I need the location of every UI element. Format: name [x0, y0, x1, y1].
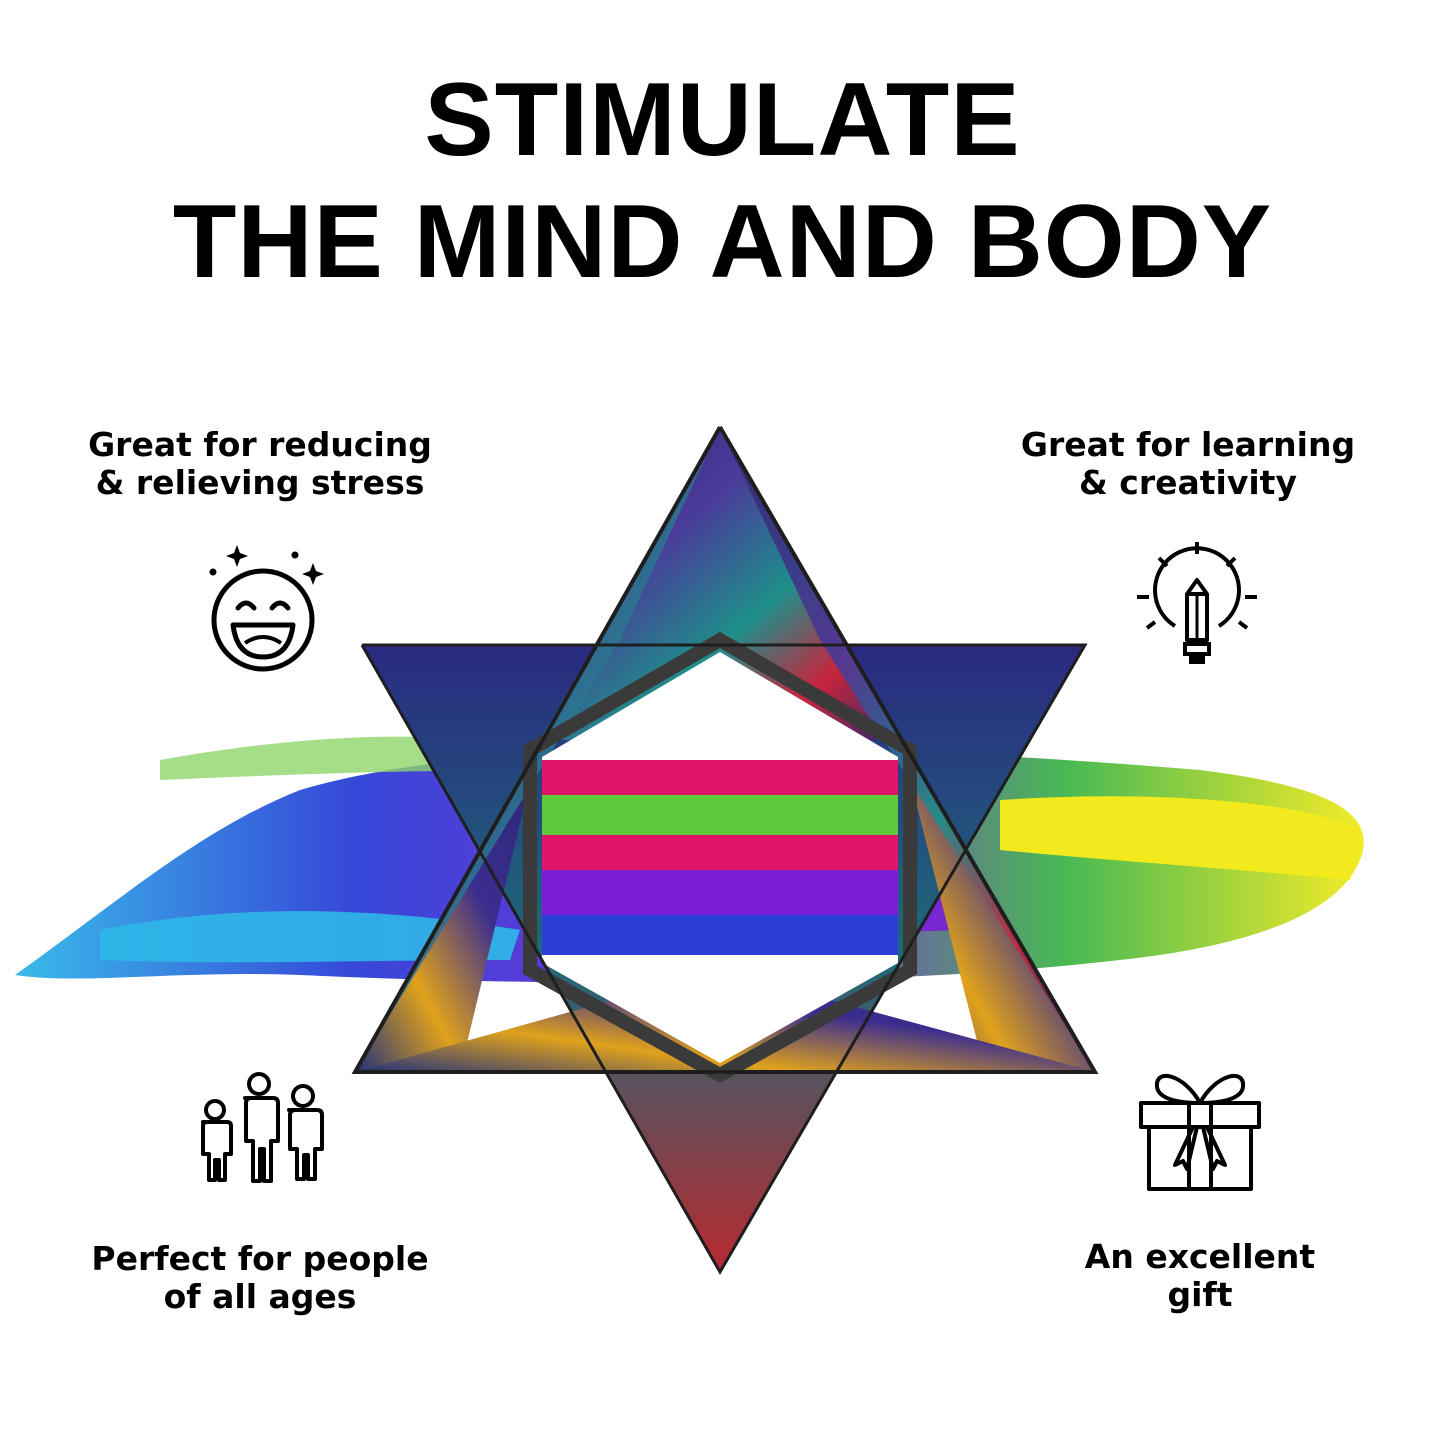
feature-learning-line-2: & creativity	[1079, 463, 1297, 502]
headline-line-1: STIMULATE	[424, 62, 1021, 178]
headline-line-2: THE MIND AND BODY	[172, 184, 1273, 300]
feature-ages-line-2: of all ages	[163, 1277, 357, 1316]
feature-learning-text: Great for learning & creativity	[978, 426, 1398, 502]
lightbulb-pencil-icon	[1137, 542, 1257, 664]
feature-gift-text: An excellent gift	[990, 1238, 1410, 1314]
feature-ages-line-1: Perfect for people	[91, 1239, 429, 1278]
smiley-face-icon	[209, 545, 324, 672]
feature-gift-line-2: gift	[1167, 1275, 1233, 1314]
feature-ages-text: Perfect for people of all ages	[50, 1240, 470, 1316]
feature-stress-line-2: & relieving stress	[95, 463, 425, 502]
family-icon	[201, 1072, 324, 1183]
feature-stress-line-1: Great for reducing	[88, 425, 432, 464]
feature-gift-line-1: An excellent	[1084, 1237, 1316, 1276]
feature-learning-line-1: Great for learning	[1020, 425, 1356, 464]
star-segment-top	[540, 427, 900, 740]
star-puzzle	[351, 425, 1099, 1276]
product-scene	[15, 425, 1364, 1276]
gift-box-icon	[1139, 1073, 1261, 1191]
feature-stress-text: Great for reducing & relieving stress	[50, 426, 470, 502]
